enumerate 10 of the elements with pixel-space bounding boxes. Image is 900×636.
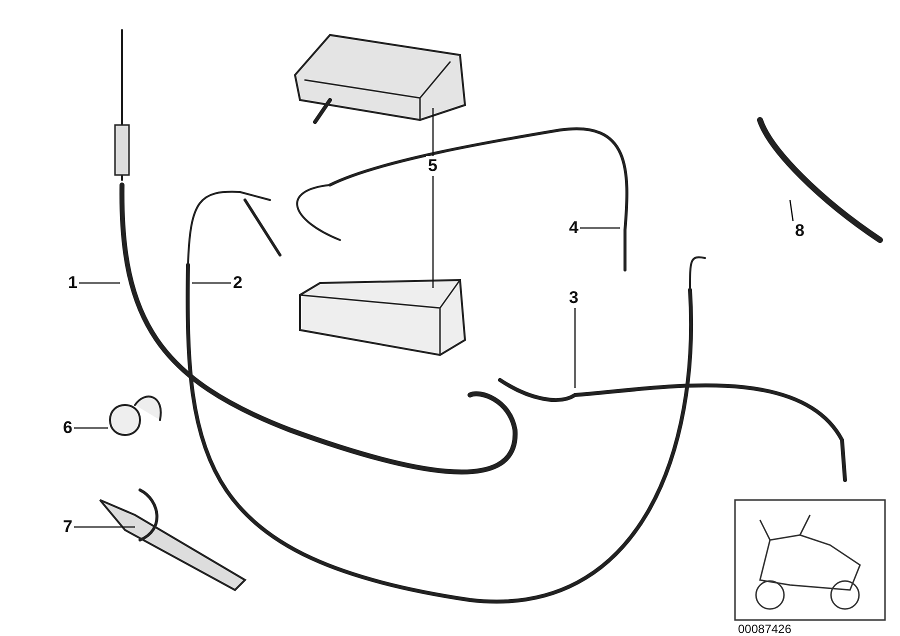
leader-line bbox=[432, 108, 434, 156]
leader-line bbox=[432, 176, 434, 288]
leader-line bbox=[580, 227, 620, 229]
leader-line bbox=[192, 282, 231, 284]
part-number: 00087426 bbox=[738, 622, 792, 636]
leader-line bbox=[79, 282, 120, 284]
leader-line bbox=[74, 526, 135, 528]
leader-line bbox=[574, 308, 576, 388]
leader-line bbox=[74, 427, 108, 429]
leader-line bbox=[789, 200, 794, 222]
